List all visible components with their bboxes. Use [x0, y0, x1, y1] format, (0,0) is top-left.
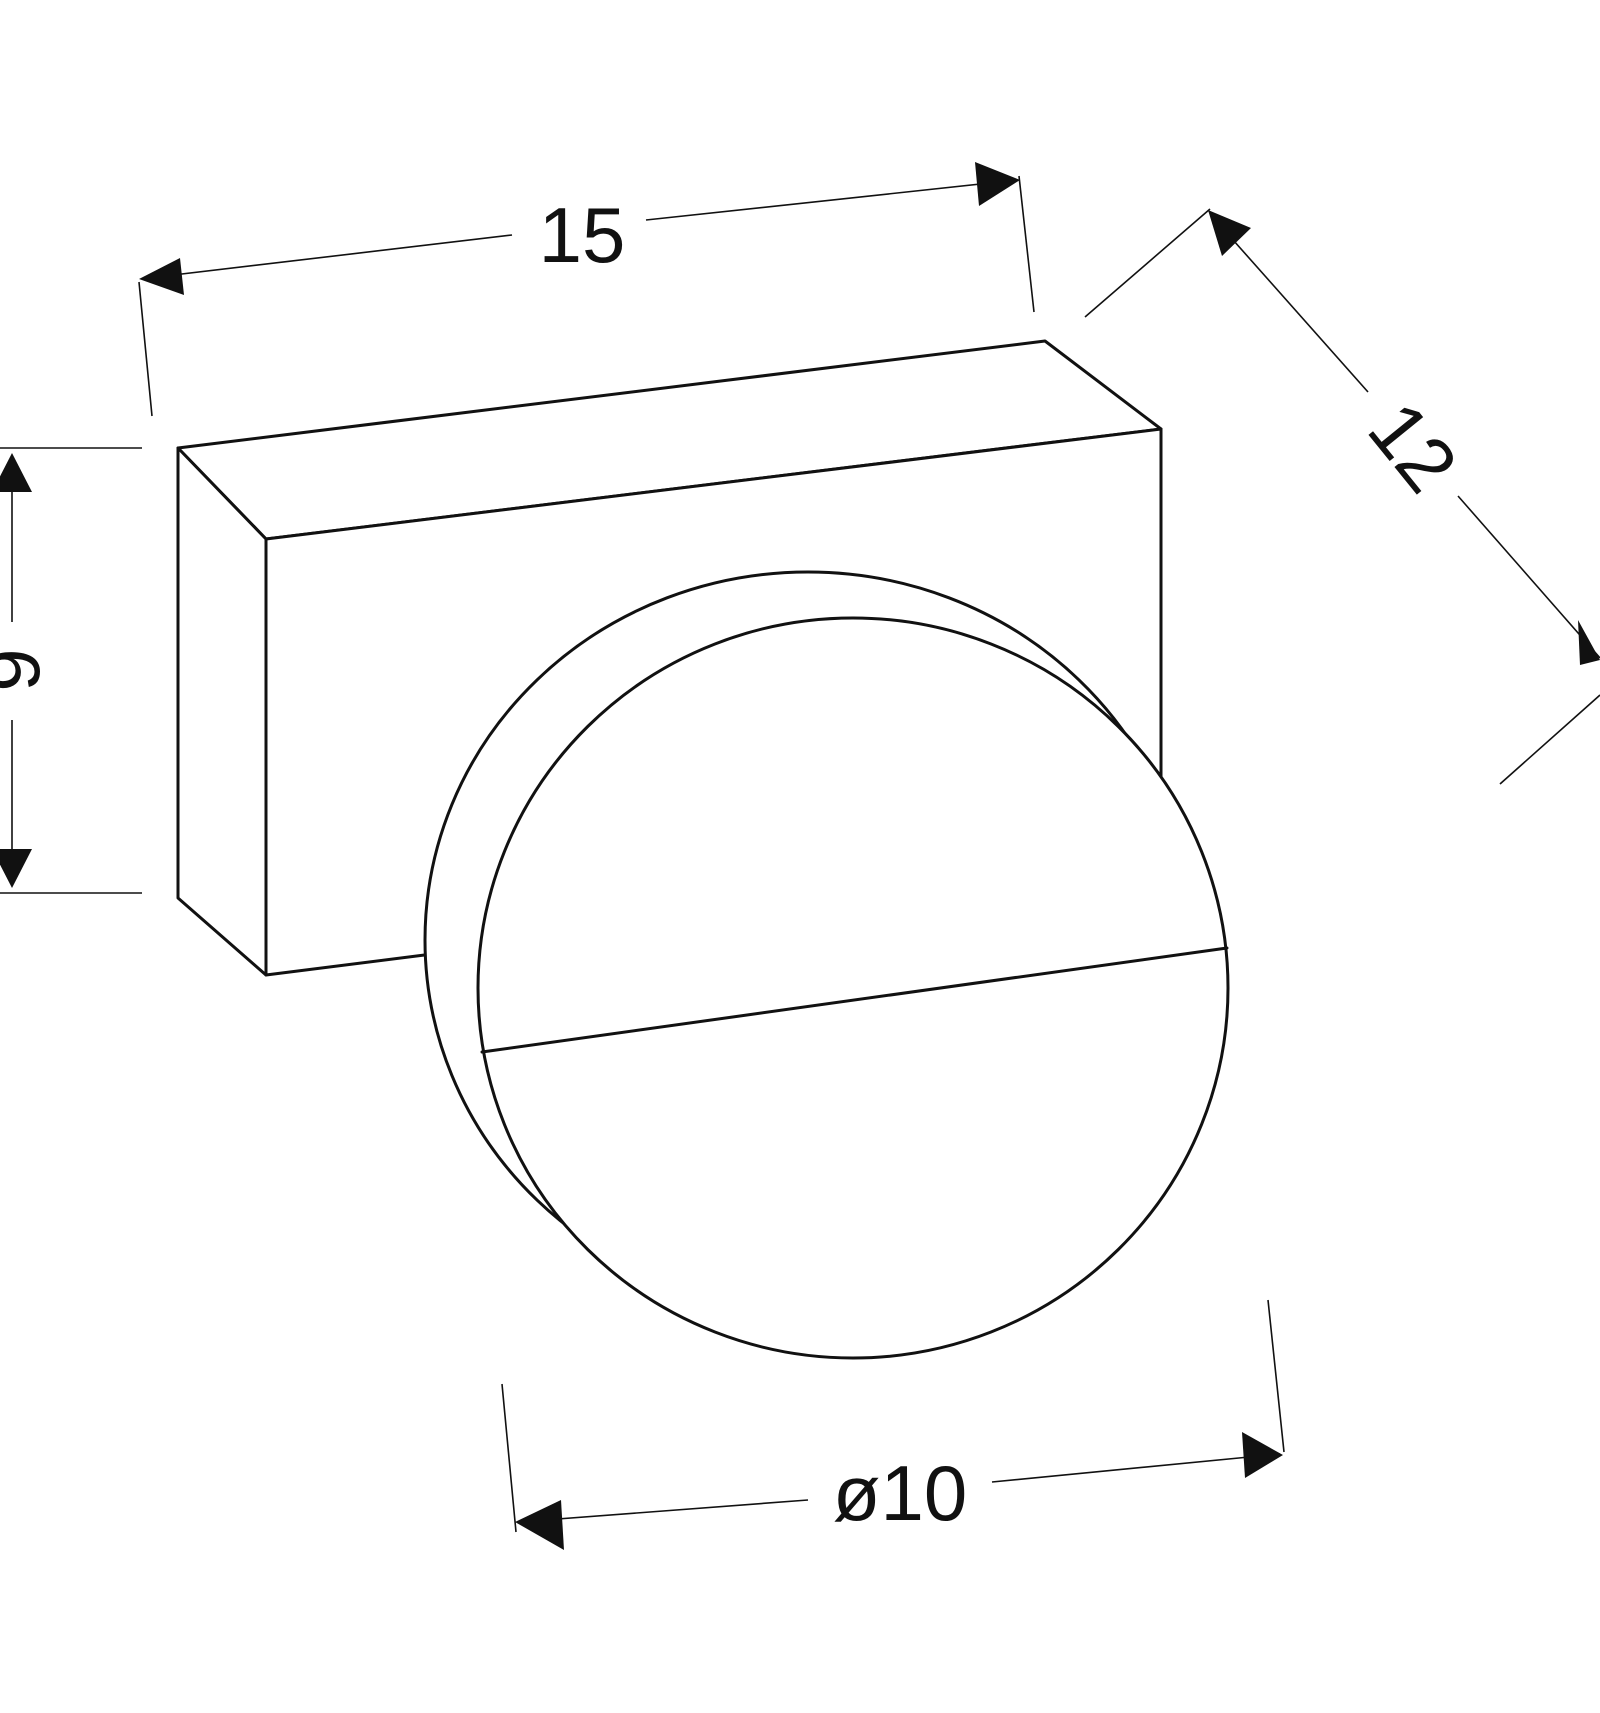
width-extension-right — [1018, 175, 1035, 313]
width-label: 15 — [539, 191, 626, 279]
depth-label: 12 — [1352, 386, 1475, 509]
diameter-label: ø10 — [833, 1449, 967, 1537]
lamp-head-split-line — [480, 946, 1229, 1054]
lamp-head-face — [476, 616, 1230, 1360]
depth-extension-top — [1084, 208, 1211, 318]
diameter-extension-left — [501, 1383, 517, 1533]
width-arrow-left — [139, 258, 184, 295]
diameter-dim-line-right — [991, 1453, 1281, 1483]
depth-extension-bottom — [1499, 694, 1600, 785]
diameter-dimension: ø10 — [501, 1299, 1285, 1550]
depth-dim-line-bottom — [1457, 495, 1600, 659]
height-dimension: 9 — [0, 447, 142, 894]
lamp-head — [423, 570, 1230, 1360]
depth-arrow-bottom — [1578, 620, 1600, 665]
depth-dim-line-top — [1209, 213, 1369, 393]
back-plate-left-face — [176, 446, 268, 977]
width-dim-line-left — [147, 234, 513, 279]
diameter-dim-line-left — [517, 1499, 809, 1523]
depth-arrow-top — [1208, 210, 1251, 256]
height-arrow-top — [0, 453, 32, 492]
width-dimension: 15 — [138, 162, 1035, 417]
diameter-arrow-right — [1242, 1432, 1283, 1478]
width-extension-left — [138, 281, 153, 417]
width-arrow-right — [975, 162, 1020, 206]
width-dim-line-right — [645, 179, 1019, 221]
diameter-extension-right — [1267, 1299, 1285, 1453]
height-arrow-bottom — [0, 849, 32, 888]
height-label: 9 — [0, 648, 56, 691]
diameter-arrow-left — [515, 1500, 564, 1550]
